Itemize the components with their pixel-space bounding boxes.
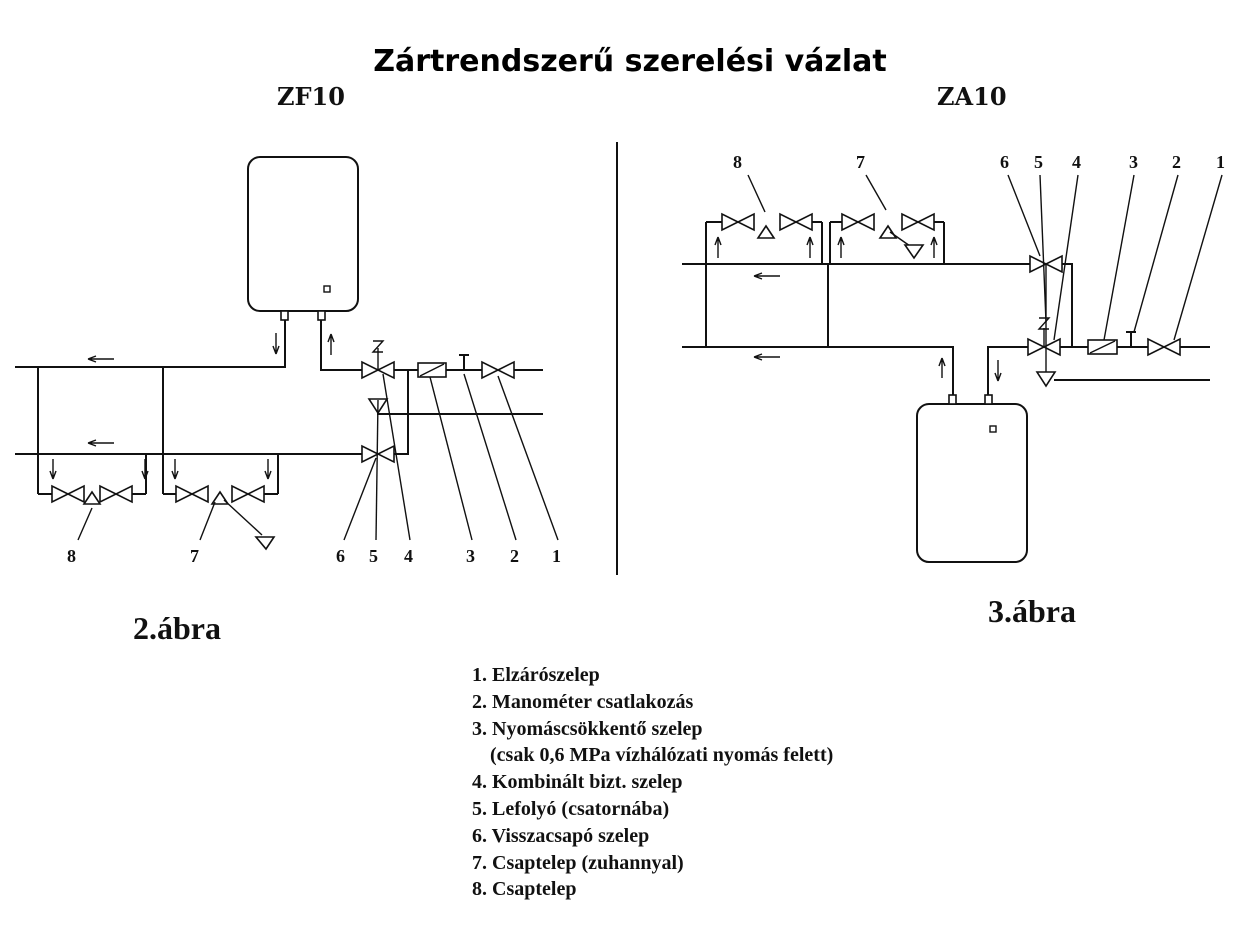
za10-label-2: 2	[1172, 152, 1181, 172]
za10-schematic	[682, 174, 1223, 563]
zf10-label-6: 6	[336, 546, 345, 566]
za10-label-3: 3	[1129, 152, 1138, 172]
za10-label-5: 5	[1034, 152, 1043, 172]
legend-item: 2. Manométer csatlakozás	[472, 690, 694, 713]
legend-item: 4. Kombinált bizt. szelep	[472, 771, 683, 794]
zf10-label-2: 2	[510, 546, 519, 566]
component-legend: 1. Elzárószelep 2. Manométer csatlakozás…	[472, 662, 833, 903]
legend-item: 3. Nyomáscsökkentő szelep	[472, 717, 703, 740]
legend-item: 1. Elzárószelep	[472, 664, 600, 686]
za10-label-4: 4	[1072, 152, 1081, 172]
zf10-label-1: 1	[552, 546, 561, 566]
legend-item: 8. Csaptelep	[472, 878, 577, 901]
legend-item: 6. Visszacsapó szelep	[472, 824, 650, 847]
zf10-label-8: 8	[67, 546, 76, 566]
legend-item: 7. Csaptelep (zuhannyal)	[472, 851, 684, 874]
za10-label-6: 6	[1000, 152, 1009, 172]
boiler-tank-za10	[916, 403, 1028, 563]
zf10-label-4: 4	[404, 546, 413, 566]
za10-label-7: 7	[856, 152, 865, 172]
figure-3-caption: 3.ábra	[988, 593, 1076, 629]
boiler-tank-zf10	[247, 156, 359, 312]
zf10-schematic	[15, 156, 559, 551]
za10-label-1: 1	[1216, 152, 1225, 172]
page-title: Zártrendszerű szerelési vázlat	[373, 44, 887, 79]
zf10-label-3: 3	[466, 546, 475, 566]
figure-2-caption: 2.ábra	[133, 610, 221, 646]
zf10-label-5: 5	[369, 546, 378, 566]
za10-label-8: 8	[733, 152, 742, 172]
right-model-label: ZA10	[937, 82, 1007, 111]
zf10-label-7: 7	[190, 546, 199, 566]
legend-item: 5. Lefolyó (csatornába)	[472, 797, 670, 820]
left-model-label: ZF10	[277, 82, 345, 111]
legend-item-note: (csak 0,6 MPa vízhálózati nyomás felett)	[490, 744, 834, 767]
